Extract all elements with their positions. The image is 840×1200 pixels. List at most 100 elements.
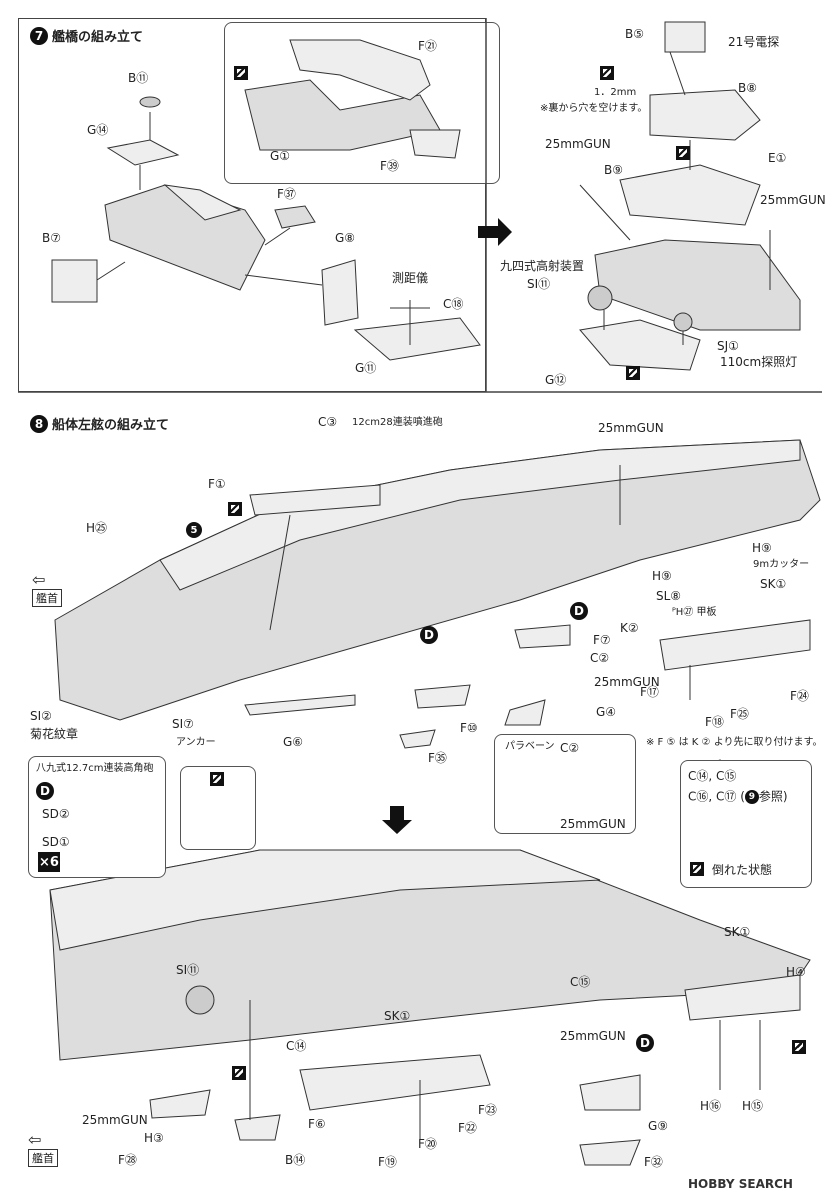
aa-d-badge: D xyxy=(36,782,54,800)
label-h16: H⑯ xyxy=(700,1099,722,1113)
label-h15: H⑮ xyxy=(742,1099,764,1113)
label-gun25b: 25mmGUN xyxy=(760,193,826,207)
cement-icon-2 xyxy=(676,146,690,160)
label-aa-title: 八九式12.7cm連装高角砲 xyxy=(36,763,154,774)
step8-title: 8 船体左舷の組み立て xyxy=(30,414,169,433)
label-gun25a: 25mmGUN xyxy=(545,137,611,151)
ref-open-paren: ( xyxy=(740,789,745,804)
cement-icon-4 xyxy=(210,772,224,786)
label-light: 110cm探照灯 xyxy=(720,355,798,369)
label-gun25-top: 25mmGUN xyxy=(598,421,664,435)
cement-icon-5 xyxy=(232,1066,246,1080)
label-paravane: パラベーン xyxy=(505,741,555,752)
label-gun25c: 25mmGUN xyxy=(594,675,660,689)
label-f32: F㉜ xyxy=(644,1155,663,1169)
label-gun25d: 25mmGUN xyxy=(560,1029,626,1043)
label-g9: G⑨ xyxy=(648,1119,669,1133)
label-f18: F⑱ xyxy=(705,715,724,729)
label-c2: C② xyxy=(590,651,610,665)
label-g14: G⑭ xyxy=(87,123,109,137)
label-b9: B⑨ xyxy=(604,163,623,177)
rotate-icon xyxy=(690,862,704,876)
ref-close-paren: ) xyxy=(782,789,788,804)
bow-label-bottom: 艦首 xyxy=(28,1149,58,1167)
cement-icon-7 xyxy=(228,502,242,516)
label-f6: F⑥ xyxy=(308,1117,326,1131)
label-h9b: H⑨ xyxy=(652,569,672,583)
label-k2: K② xyxy=(620,621,639,635)
bow-arrow-icon: ⇦ xyxy=(32,570,46,589)
cement-icon xyxy=(234,66,248,80)
label-g12: G⑫ xyxy=(545,373,567,387)
label-fallen: 倒れた状態 xyxy=(712,863,773,877)
label-g6: G⑥ xyxy=(283,735,304,749)
aa-gun-d-badge-2: D xyxy=(420,626,438,644)
label-anchor: アンカー xyxy=(176,737,216,748)
label-si7: SI⑦ xyxy=(172,717,194,731)
label-f17: F⑰ xyxy=(640,685,659,699)
note-f5: ※ F ⑤ は K ② より先に取り付けます。 xyxy=(646,737,823,748)
label-h9a: H⑨ xyxy=(752,541,772,555)
label-b5: B⑤ xyxy=(625,27,644,41)
label-sk1b: SK① xyxy=(724,925,751,939)
ref-step-badge: 9 xyxy=(744,790,759,804)
label-g11: G⑪ xyxy=(355,361,377,375)
step8-number: 8 xyxy=(30,414,48,433)
label-si2: SI② xyxy=(30,709,52,723)
label-b11: B⑪ xyxy=(128,71,149,85)
label-f28: F㉘ xyxy=(118,1153,137,1167)
aa-gun-d-badge: D xyxy=(570,602,588,620)
label-sd1: SD① xyxy=(42,835,70,849)
step7-title: 7 艦橋の組み立て xyxy=(30,26,143,45)
label-e1: E① xyxy=(768,151,787,165)
label-c15: C⑮ xyxy=(570,975,591,989)
label-sk1: SK① xyxy=(760,577,787,591)
label-g4: G④ xyxy=(596,705,617,719)
cement-icon-6 xyxy=(792,1040,806,1054)
quantity-badge: ×6 xyxy=(38,852,60,872)
label-deck-ph: ᴾH㉗ 甲板 xyxy=(672,607,717,618)
watermark: HOBBY SEARCH xyxy=(688,1177,793,1191)
step7-title-text: 艦橋の組み立て xyxy=(52,30,144,45)
label-c3: C③ xyxy=(318,415,338,429)
label-drill-note: ※裏から穴を空けます。 xyxy=(540,103,648,114)
ref-5-badge: 5 xyxy=(186,522,202,538)
label-f10: F⑩ xyxy=(460,721,478,735)
label-b7: B⑦ xyxy=(42,231,61,245)
label-sd2: SD② xyxy=(42,807,70,821)
bow-arrow-icon-2: ⇦ xyxy=(28,1130,42,1149)
label-h3: H③ xyxy=(144,1131,164,1145)
label-sl8: SL⑧ xyxy=(656,589,682,603)
label-f20: F⑳ xyxy=(418,1137,437,1151)
label-f19: F⑲ xyxy=(378,1155,397,1169)
label-ref-line1: C⑭, C⑮ xyxy=(688,769,737,783)
label-sk1a: SK① xyxy=(384,1009,411,1023)
label-sokkyogi: 測距儀 xyxy=(392,271,429,285)
label-director: 九四式高射装置 xyxy=(500,259,585,273)
label-sj1: SJ① xyxy=(717,339,739,353)
label-f1: F① xyxy=(208,477,226,491)
label-h25: H㉕ xyxy=(86,521,108,535)
drill-icon xyxy=(600,66,614,80)
label-f21: F㉑ xyxy=(418,39,437,53)
label-f37: F㊲ xyxy=(277,187,296,201)
step8-title-text: 船体左舷の組み立て xyxy=(52,418,170,433)
label-si11b: SI⑪ xyxy=(176,963,200,977)
label-f7: F⑦ xyxy=(593,633,611,647)
bow-indicator-bottom: ⇦ 艦首 xyxy=(28,1130,58,1167)
label-b14: B⑭ xyxy=(285,1153,306,1167)
label-si11: SI⑪ xyxy=(527,277,551,291)
label-h4: H④ xyxy=(786,965,806,979)
paravane-box xyxy=(494,734,636,834)
label-pv-c2: C② xyxy=(560,741,580,755)
label-f25: F㉕ xyxy=(730,707,749,721)
label-g1: G① xyxy=(270,149,291,163)
ref-parts: C⑯, C⑰ xyxy=(688,789,737,804)
label-g8: G⑧ xyxy=(335,231,356,245)
label-c14: C⑭ xyxy=(286,1039,307,1053)
label-f23: F㉓ xyxy=(478,1103,497,1117)
bow-label: 艦首 xyxy=(32,589,62,607)
label-b8: B⑧ xyxy=(738,81,757,95)
label-c18: C⑱ xyxy=(443,297,464,311)
label-c3-desc: 12cm28連装噴進砲 xyxy=(352,417,443,428)
